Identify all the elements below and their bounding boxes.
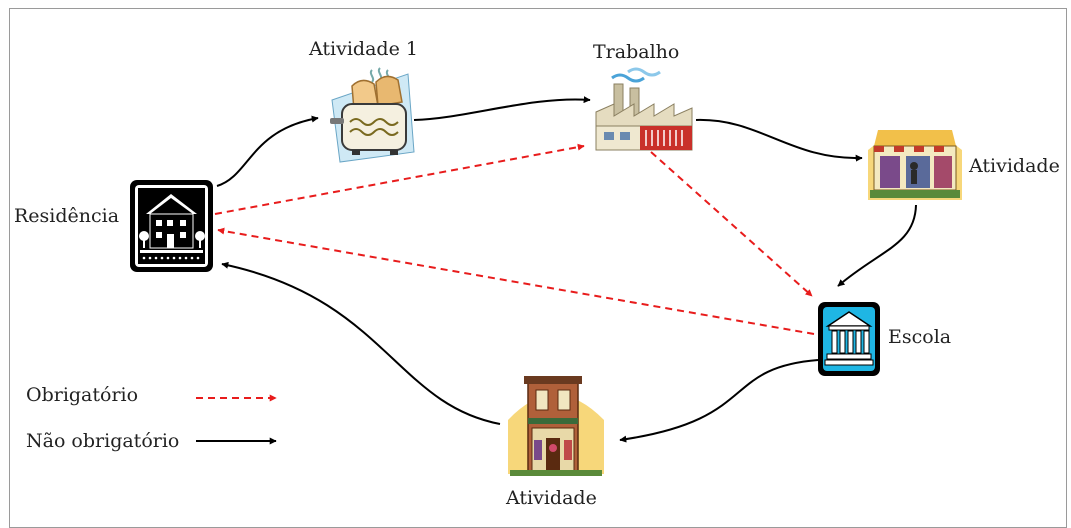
toaster-icon (330, 67, 415, 163)
node-label-activity-bottom: Atividade (506, 487, 597, 509)
storefront-icon (508, 376, 604, 476)
shop-icon (868, 130, 962, 200)
node-label-residence: Residência (14, 205, 120, 227)
node-label-activity-right: Atividade (969, 155, 1060, 177)
school-building-icon (818, 302, 880, 376)
node-label-work: Trabalho (593, 41, 680, 63)
node-label-school: Escola (888, 326, 952, 348)
legend-non-mandatory-label: Não obrigatório (26, 430, 180, 452)
edge-work-to-activity-right (695, 118, 863, 162)
factory-icon (595, 67, 693, 151)
edge-activity1-to-work (413, 96, 591, 121)
edge-activity-right-to-school (837, 204, 917, 287)
house-icon (130, 180, 213, 272)
edge-residence-to-activity1 (216, 115, 319, 187)
edge-school-to-residence (217, 227, 815, 335)
edge-activity-bottom-to-residence (221, 261, 501, 425)
edge-residence-to-work (214, 143, 585, 215)
edge-school-to-activity-bottom (619, 359, 819, 443)
legend-mandatory-label: Obrigatório (26, 384, 139, 406)
diagram-svg (130, 67, 962, 476)
diagram-canvas: Residência Atividade 1 Trabalho Atividad… (9, 8, 1067, 528)
node-label-activity1: Atividade 1 (309, 38, 418, 60)
edge-work-to-school (650, 151, 813, 297)
